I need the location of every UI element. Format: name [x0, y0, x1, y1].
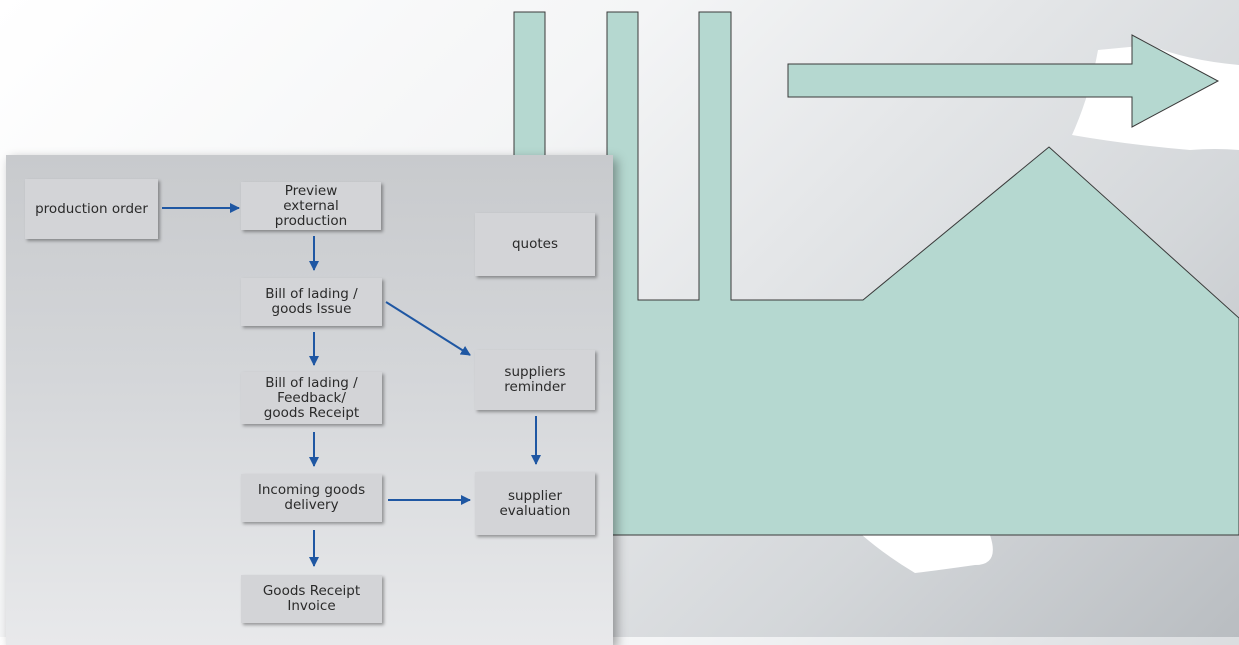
node-quotes: quotes	[475, 213, 595, 276]
node-incoming-goods-delivery: Incoming goods delivery	[241, 474, 382, 522]
node-bill-of-lading-goods-receipt: Bill of lading / Feedback/ goods Receipt	[241, 372, 382, 424]
node-goods-receipt-invoice: Goods Receipt Invoice	[241, 575, 382, 623]
node-bill-of-lading-goods-issue: Bill of lading / goods Issue	[241, 278, 382, 326]
node-suppliers-reminder: suppliers reminder	[475, 350, 595, 410]
factory-output-arrow	[787, 34, 1220, 128]
paper-shape-bottom	[862, 535, 993, 573]
node-supplier-evaluation: supplier evaluation	[475, 472, 595, 535]
node-preview-external-production: Preview external production	[241, 182, 381, 230]
node-production-order: production order	[25, 179, 158, 239]
